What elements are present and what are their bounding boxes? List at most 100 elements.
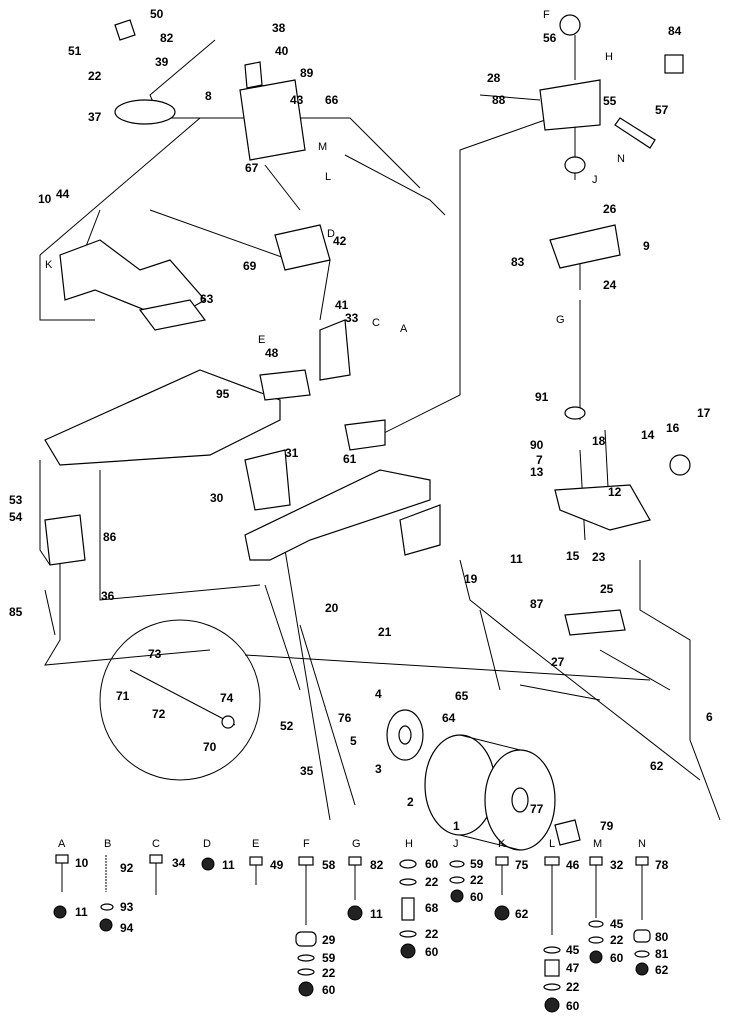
callout: 8 — [205, 89, 212, 103]
legend-part: 68 — [425, 901, 439, 915]
legend-letter: A — [58, 838, 66, 850]
legend-part: 62 — [655, 963, 669, 977]
callout: 79 — [600, 819, 614, 833]
legend-part: 22 — [470, 873, 484, 887]
callout: 30 — [210, 491, 224, 505]
legend-part: 92 — [120, 861, 134, 875]
callout: 4 — [375, 687, 382, 701]
legend-part: 11 — [75, 905, 88, 919]
legend-part: 60 — [470, 890, 484, 904]
legend-letter: B — [104, 838, 111, 850]
callout: 42 — [333, 234, 347, 248]
callout: 12 — [608, 485, 622, 499]
callout: 50 — [150, 7, 164, 21]
shafts — [44, 589, 671, 806]
callout: 72 — [152, 707, 166, 721]
callout: 1 — [453, 819, 460, 833]
callout: 67 — [245, 161, 259, 175]
callout: 20 — [325, 601, 339, 615]
legend-letter: N — [638, 838, 646, 850]
callout: 61 — [343, 452, 357, 466]
callout: 87 — [530, 597, 544, 611]
legend-part: 60 — [425, 945, 439, 959]
callout: A — [400, 323, 408, 335]
callout: 56 — [543, 31, 557, 45]
callout: 95 — [216, 387, 230, 401]
legend-part: 10 — [75, 856, 89, 870]
callout: 90 — [530, 438, 544, 452]
frame-parts — [44, 14, 691, 636]
callout: 19 — [464, 572, 478, 586]
legend-part: 22 — [425, 875, 439, 889]
callout: 86 — [103, 530, 117, 544]
legend-part: 60 — [610, 951, 624, 965]
legend-part: 78 — [655, 858, 669, 872]
legend-part: 60 — [322, 983, 336, 997]
callout: 21 — [378, 625, 392, 639]
callout: 35 — [300, 764, 314, 778]
callout: 41 — [335, 298, 349, 312]
callout: 66 — [325, 93, 339, 107]
callout-labels: 50 51 82 38 40 89 22 39 37 8 43 66 M 67 … — [9, 7, 713, 833]
callout: 16 — [666, 421, 680, 435]
legend-part: 93 — [120, 900, 134, 914]
callout: J — [592, 174, 598, 186]
legend-letter: F — [303, 838, 310, 850]
callout: 71 — [116, 689, 130, 703]
callout: 51 — [68, 44, 82, 58]
callout: 28 — [487, 71, 501, 85]
callout: F — [543, 9, 550, 21]
callout: N — [617, 153, 625, 165]
callout: M — [318, 141, 327, 153]
legend-part: 22 — [425, 927, 439, 941]
callout: 89 — [300, 66, 314, 80]
callout: 3 — [375, 762, 382, 776]
legend-part: 59 — [322, 951, 336, 965]
callout: 53 — [9, 493, 23, 507]
callout: 14 — [641, 428, 655, 442]
callout: 24 — [603, 278, 617, 292]
legend-part: 22 — [322, 966, 336, 980]
callout: 27 — [551, 655, 565, 669]
legend-part: 45 — [610, 917, 624, 931]
legend-part: 47 — [566, 961, 580, 975]
callout: 55 — [603, 94, 617, 108]
callout: 88 — [492, 93, 506, 107]
legend-part: 62 — [515, 907, 529, 921]
callout: 11 — [510, 552, 523, 566]
callout: 63 — [200, 292, 214, 306]
legend-part: 46 — [566, 858, 580, 872]
callout: 48 — [265, 346, 279, 360]
legend-part: 82 — [370, 858, 384, 872]
callout: 91 — [535, 390, 549, 404]
hardware-legend: A 10 11 B 92 93 94 C 34 D 11 E 49 F 58 2… — [53, 838, 669, 1013]
callout: 18 — [592, 434, 606, 448]
callout: 70 — [203, 740, 217, 754]
legend-part: 22 — [610, 933, 624, 947]
callout: 39 — [155, 55, 169, 69]
legend-part: 94 — [120, 921, 134, 935]
legend-part: 81 — [655, 947, 669, 961]
legend-part: 34 — [172, 856, 186, 870]
callout: 25 — [600, 582, 614, 596]
callout: 82 — [160, 31, 174, 45]
callout: 31 — [285, 446, 299, 460]
legend-part: 32 — [610, 858, 624, 872]
legend-part: 75 — [515, 858, 529, 872]
callout: 10 — [38, 192, 52, 206]
legend-part: 60 — [566, 999, 580, 1013]
callout: D — [327, 228, 335, 240]
callout: E — [258, 334, 265, 346]
callout: 36 — [101, 589, 115, 603]
callout: 57 — [655, 103, 669, 117]
callout: 65 — [455, 689, 469, 703]
callout: 64 — [442, 711, 456, 725]
callout: 17 — [697, 406, 711, 420]
callout: 69 — [243, 259, 257, 273]
callout: 33 — [345, 311, 359, 325]
legend-part: 45 — [566, 943, 580, 957]
callout: 74 — [220, 691, 234, 705]
callout: 5 — [350, 734, 357, 748]
legend-letter: G — [352, 838, 361, 850]
